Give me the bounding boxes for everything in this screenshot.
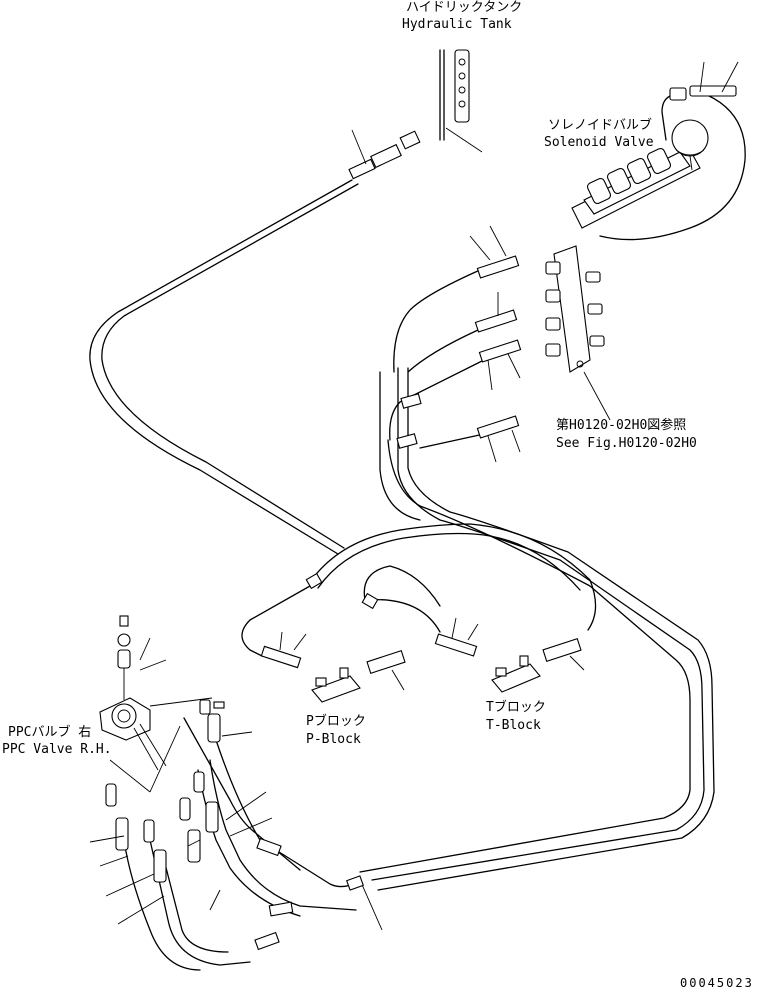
p-block [260, 631, 406, 703]
hose-tank-return [89, 179, 353, 555]
ppc-valve-label-en: PPC Valve R.H. [2, 742, 112, 757]
drawing-number: 00045023 [680, 976, 754, 990]
t-block-label-en: T-Block [486, 718, 541, 733]
ppc-valve [89, 615, 383, 931]
hose-block-loop [309, 523, 597, 631]
p-block-label-jp: Pブロック [306, 714, 366, 729]
distribution-block [469, 225, 611, 463]
solenoid-valve [571, 61, 739, 229]
see-fig-label-jp: 第H0120-02H0図参照 [556, 418, 687, 433]
hose-solenoid-return [599, 91, 746, 241]
t-block-label-jp: Tブロック [486, 700, 546, 715]
t-block [434, 617, 585, 693]
hose-sleeves [254, 393, 422, 951]
solenoid-valve-label-en: Solenoid Valve [544, 135, 654, 150]
p-block-label-en: P-Block [306, 732, 361, 747]
hydraulic-tank-label-jp: ハイドリックタンク [406, 0, 523, 15]
see-fig-label-en: See Fig.H0120-02H0 [556, 436, 697, 451]
solenoid-valve-label-jp: ソレノイドバルブ [548, 118, 653, 133]
hose-ppc-bundle [209, 759, 357, 911]
hydraulic-tank [348, 49, 483, 180]
hydraulic-tank-label-en: Hydraulic Tank [402, 17, 512, 32]
ppc-valve-label-jp: PPCバルブ 右 [8, 725, 92, 740]
hose-routes [89, 91, 746, 971]
